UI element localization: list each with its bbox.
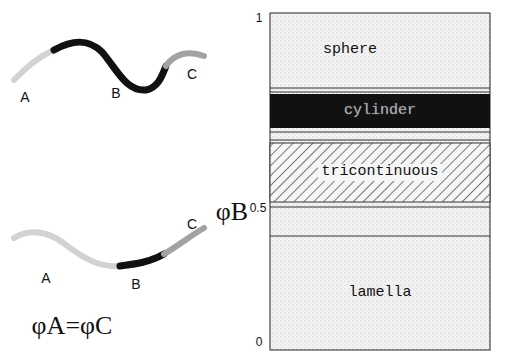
block-label: C: [187, 217, 197, 231]
phase-boundary: [270, 92, 490, 93]
block-c-segment: [166, 53, 204, 66]
phase-region: tricontinuous: [270, 143, 490, 202]
block-b-segment: [54, 42, 166, 90]
phase-boundary: [270, 207, 490, 208]
phase-region: sphere: [270, 13, 490, 88]
block-label: A: [41, 271, 50, 285]
axis-tick-label: 0.5: [250, 202, 267, 214]
axis-tick-label: 1: [256, 12, 263, 24]
phase-name: sphere: [320, 42, 380, 59]
phase-boundary: [270, 88, 490, 89]
tricontinuous-band: [270, 143, 490, 202]
phase-name: cylinder: [341, 103, 419, 120]
axis-tick-label: 0: [256, 336, 263, 348]
block-c-segment: [164, 228, 204, 254]
diagram-frame: [270, 13, 490, 350]
block-a-segment: [14, 50, 54, 80]
phase-region: lamella: [270, 236, 490, 350]
block-label: B: [111, 86, 120, 100]
condition-label: φA=φC: [32, 313, 113, 339]
phase-boundary: [270, 236, 490, 237]
phase-boundary: [270, 140, 490, 141]
block-a-segment: [14, 232, 120, 266]
phase-name: tricontinuous: [318, 164, 441, 181]
block-label: C: [187, 67, 197, 81]
block-b-segment: [120, 254, 164, 266]
phase-boundary: [270, 132, 490, 133]
phase-region: cylinder: [270, 94, 490, 128]
cylinder-band: [270, 94, 490, 128]
axis-title: φB: [216, 199, 248, 225]
phase-name: lamella: [345, 285, 414, 302]
block-label: B: [131, 277, 140, 291]
block-label: A: [20, 90, 29, 104]
